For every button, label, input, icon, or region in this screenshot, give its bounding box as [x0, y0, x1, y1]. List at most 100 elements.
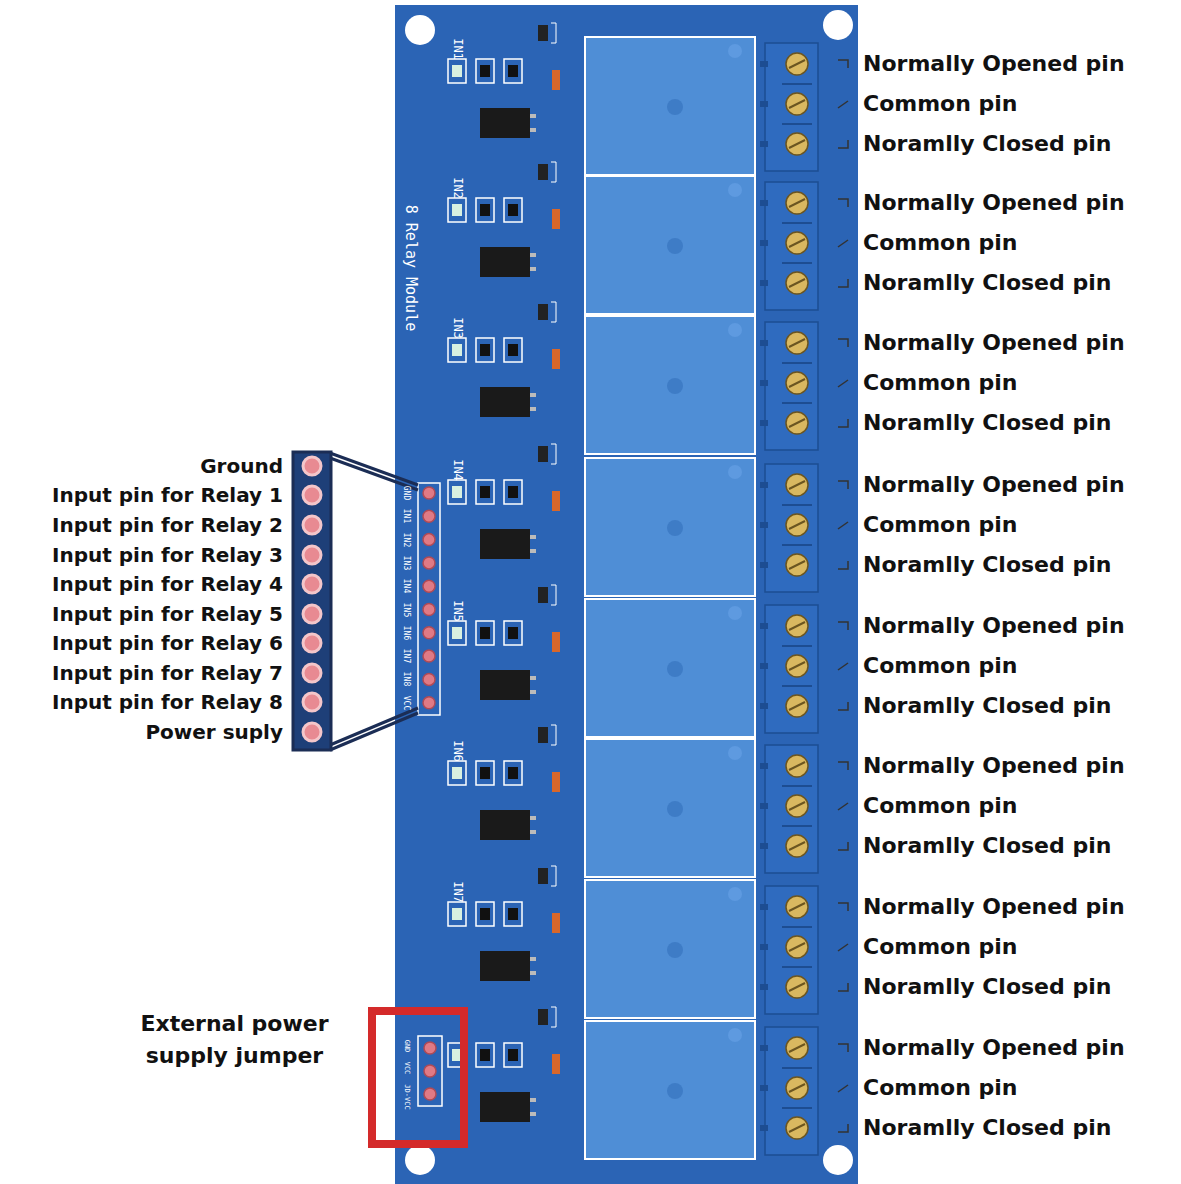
optocoupler — [480, 247, 530, 277]
header-pin — [303, 457, 321, 475]
no-pin-label: Normally Opened pin — [863, 1035, 1125, 1060]
silkscreen — [551, 162, 556, 182]
silkscreen-label: IN4 — [452, 459, 464, 481]
header-pin-label: IN7 — [402, 649, 410, 663]
terminal-block — [765, 182, 818, 310]
input-pin-label: Input pin for Relay 1 — [3, 484, 283, 507]
silkscreen — [551, 725, 556, 745]
relay-body — [585, 37, 755, 175]
diode — [552, 491, 560, 511]
screw-slot — [789, 279, 805, 287]
header-pin — [423, 510, 435, 522]
terminal-tab — [760, 623, 768, 629]
terminal-tab — [760, 904, 768, 910]
header-pin — [303, 575, 321, 593]
terminal-screw — [786, 655, 808, 677]
terminal-divider — [782, 544, 812, 546]
contact-symbol — [838, 663, 848, 670]
screw-slot — [789, 481, 805, 489]
relay-mark — [728, 606, 742, 620]
optocoupler — [480, 1092, 530, 1122]
screw-slot — [789, 1044, 805, 1052]
optocoupler — [480, 108, 530, 138]
contact-symbol — [838, 842, 848, 850]
silkscreen — [551, 444, 556, 464]
smd-outline — [448, 59, 466, 83]
terminal-divider — [782, 1067, 812, 1069]
header-pin — [423, 534, 435, 546]
smd-resistor — [508, 767, 518, 779]
callout-line — [330, 708, 418, 745]
silkscreen-label: IN2 — [452, 177, 464, 199]
smd-resistor — [480, 204, 490, 216]
header-pin — [423, 580, 435, 592]
jumper-pin-label: JD-VCC — [403, 1084, 410, 1109]
smd-resistor — [508, 65, 518, 77]
screw-slot — [789, 239, 805, 247]
status-led — [452, 204, 462, 216]
contact-symbol — [838, 762, 848, 770]
jumper-pin-label: VCC — [403, 1062, 410, 1075]
relay-mark — [667, 942, 683, 958]
smd-outline — [476, 59, 494, 83]
diode — [552, 349, 560, 369]
relay-mark — [728, 1028, 742, 1042]
screw-slot — [789, 943, 805, 951]
jumper-pin-label: GND — [403, 1040, 410, 1053]
optocoupler-lead — [530, 267, 536, 271]
relay-channel — [448, 444, 848, 596]
terminal-divider — [782, 83, 812, 85]
contact-symbol — [838, 140, 848, 148]
terminal-screw — [786, 755, 808, 777]
ground-label: Ground — [3, 455, 283, 478]
nc-pin-label: Noramlly Closed pin — [863, 1115, 1111, 1140]
mounting-hole — [823, 10, 853, 40]
transistor — [538, 1009, 548, 1025]
input-pin-label: Input pin for Relay 2 — [3, 514, 283, 537]
terminal-tab — [760, 803, 768, 809]
terminal-screw — [786, 1037, 808, 1059]
no-pin-label: Normally Opened pin — [863, 330, 1125, 355]
relay-body — [585, 1021, 755, 1159]
com-pin-label: Common pin — [863, 653, 1018, 678]
power-label: Power suply — [3, 721, 283, 744]
contact-symbol — [838, 903, 848, 911]
com-pin-label: Common pin — [863, 370, 1018, 395]
terminal-block — [765, 464, 818, 592]
smd-resistor — [480, 767, 490, 779]
jumper-highlight — [372, 1011, 464, 1144]
jumper-header — [418, 1036, 442, 1106]
terminal-tab — [760, 663, 768, 669]
relay-mark — [667, 378, 683, 394]
no-pin-label: Normally Opened pin — [863, 753, 1125, 778]
relay-mark — [667, 99, 683, 115]
terminal-screw — [786, 372, 808, 394]
terminal-divider — [782, 645, 812, 647]
optocoupler-lead — [530, 128, 536, 132]
optocoupler-lead — [530, 393, 536, 397]
silkscreen — [551, 585, 556, 605]
header-pin-label: IN5 — [402, 602, 410, 616]
terminal-tab — [760, 843, 768, 849]
status-led — [452, 65, 462, 77]
relay-mark — [667, 238, 683, 254]
mounting-hole — [405, 1145, 435, 1175]
contact-symbol — [838, 481, 848, 489]
header-pin — [423, 487, 435, 499]
smd-resistor — [480, 486, 490, 498]
no-pin-label: Normally Opened pin — [863, 472, 1125, 497]
nc-pin-label: Noramlly Closed pin — [863, 552, 1111, 577]
relay-channel — [448, 23, 848, 175]
input-pin-label: Input pin for Relay 4 — [3, 573, 283, 596]
terminal-tab — [760, 101, 768, 107]
smd-outline — [504, 621, 522, 645]
smd-resistor — [480, 627, 490, 639]
header-pin-label: VCC — [402, 695, 410, 709]
smd-resistor — [508, 344, 518, 356]
terminal-tab — [760, 1045, 768, 1051]
optocoupler-lead — [530, 830, 536, 834]
terminal-tab — [760, 200, 768, 206]
silkscreen — [551, 302, 556, 322]
transistor — [538, 727, 548, 743]
